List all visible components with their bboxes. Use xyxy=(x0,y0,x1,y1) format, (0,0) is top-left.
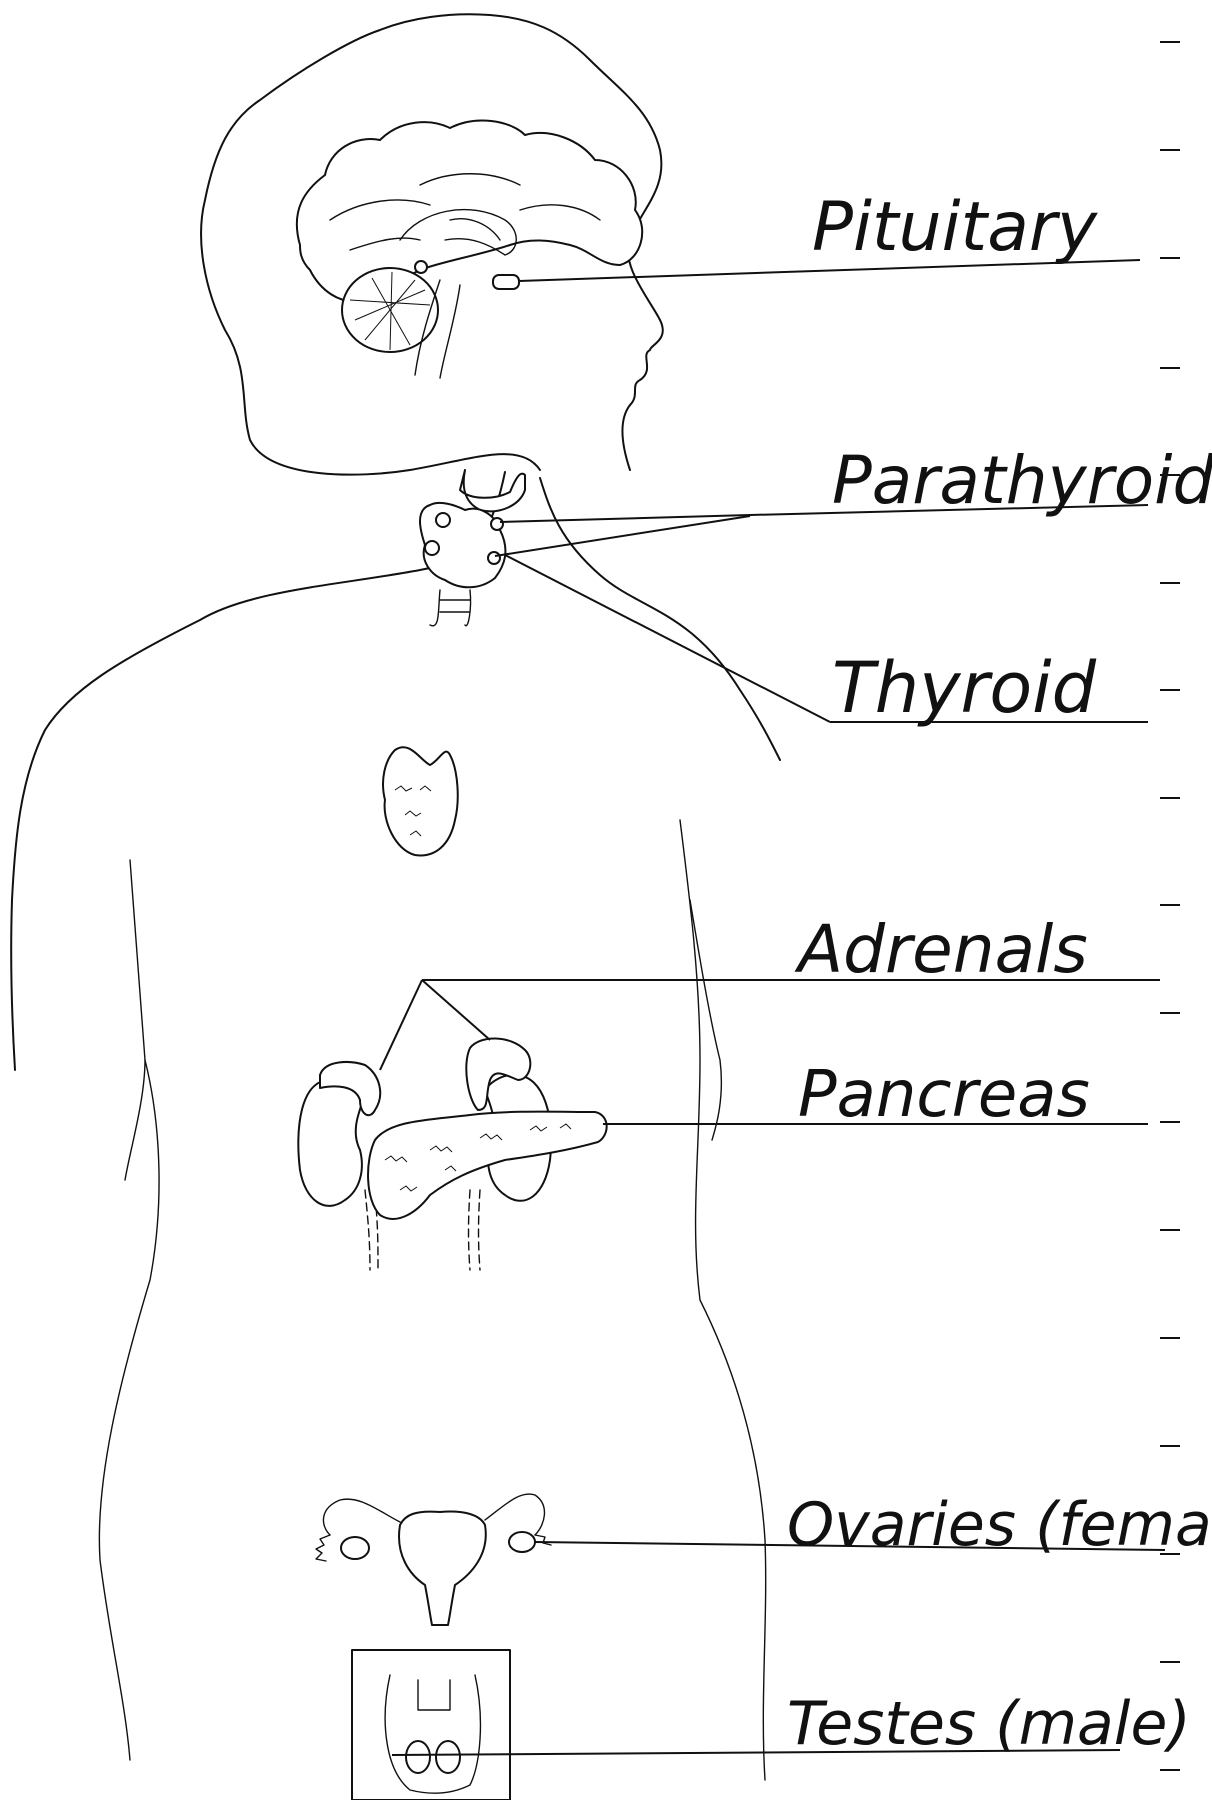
labels: Pituitary Parathyroid Thyroid Adrenals P… xyxy=(787,188,1212,1759)
left-arm-inner xyxy=(125,860,145,1180)
uterus xyxy=(399,1512,486,1625)
pancreas xyxy=(368,1112,607,1219)
scrotum-outline xyxy=(385,1675,480,1793)
trachea xyxy=(430,590,471,626)
fimbriae-left xyxy=(316,1535,330,1561)
leader-thyroid xyxy=(505,555,830,722)
larynx xyxy=(460,470,525,511)
brain xyxy=(297,121,642,378)
ovary-left xyxy=(341,1537,369,1559)
label-adrenals: Adrenals xyxy=(794,911,1088,988)
parathyroid-nodule-1 xyxy=(436,513,450,527)
testis-left xyxy=(406,1741,430,1773)
pineal-gland xyxy=(415,261,427,273)
torso-left xyxy=(99,1060,159,1760)
label-parathyroid: Parathyroid xyxy=(832,442,1212,519)
parathyroid-nodule-2 xyxy=(425,541,439,555)
right-arm-inner xyxy=(690,900,721,1140)
thyroid-parathyroid xyxy=(420,470,525,626)
penis-outline xyxy=(418,1680,450,1710)
parathyroid-nodule-3 xyxy=(491,518,503,530)
testis-right xyxy=(436,1741,460,1773)
leader-adrenal-right xyxy=(422,980,490,1040)
reproductive-male-inset xyxy=(352,1650,510,1800)
label-pancreas: Pancreas xyxy=(798,1058,1090,1132)
thymus xyxy=(383,747,458,855)
reproductive-female xyxy=(316,1494,551,1625)
label-thyroid: Thyroid xyxy=(832,647,1097,729)
kidney-left xyxy=(298,1080,365,1206)
leader-adrenal-left xyxy=(380,980,422,1070)
pituitary-gland xyxy=(493,275,519,289)
parathyroid-nodule-4 xyxy=(488,552,500,564)
label-testes: Testes (male) xyxy=(787,1689,1191,1759)
testes-inset-box xyxy=(352,1650,510,1800)
label-ovaries: Ovaries (femal xyxy=(787,1490,1212,1560)
torso-right xyxy=(680,820,766,1780)
ovary-right xyxy=(509,1532,535,1552)
label-pituitary: Pituitary xyxy=(812,188,1098,267)
cerebrum xyxy=(297,121,642,301)
fimbriae-right xyxy=(535,1535,551,1545)
